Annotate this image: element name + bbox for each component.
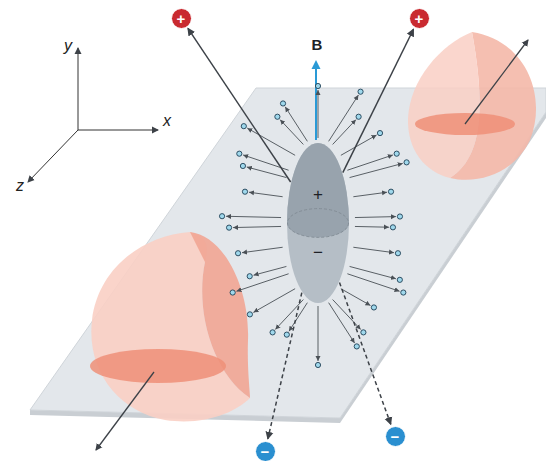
electron xyxy=(354,344,359,349)
particle-track xyxy=(268,293,302,439)
electron xyxy=(404,160,409,165)
electron-track xyxy=(249,192,283,197)
nucleus-ellipse: +− xyxy=(287,143,349,303)
particle-track xyxy=(343,29,414,172)
electron xyxy=(358,89,363,94)
electron xyxy=(397,214,402,219)
electron xyxy=(361,330,366,335)
electron xyxy=(226,225,231,230)
electron-track xyxy=(233,226,281,227)
charge-sign: − xyxy=(391,429,400,444)
positive-particle: + xyxy=(171,8,192,29)
electron xyxy=(377,130,382,135)
negative-particle: − xyxy=(385,426,406,447)
electron-track xyxy=(318,90,319,138)
electron-track xyxy=(355,216,396,218)
electron xyxy=(284,332,289,337)
electron-track xyxy=(285,107,307,141)
negative-particle: − xyxy=(255,441,276,461)
electron-track xyxy=(254,266,287,275)
electron-track xyxy=(333,120,356,145)
axis-label: y xyxy=(64,38,72,54)
field-label: B xyxy=(312,37,323,52)
electron xyxy=(242,189,247,194)
electron-track xyxy=(329,95,359,141)
electron-track xyxy=(236,274,288,292)
axis-label: x xyxy=(163,113,171,129)
field-arrow xyxy=(315,62,317,140)
electron-track xyxy=(242,247,283,252)
electron xyxy=(315,362,320,367)
electron xyxy=(394,151,399,156)
electron xyxy=(397,277,402,282)
electron xyxy=(247,312,252,317)
electron xyxy=(230,290,235,295)
electron xyxy=(401,290,406,295)
electron xyxy=(235,251,240,256)
charge-sign: + xyxy=(177,11,186,26)
electron-track xyxy=(318,306,319,361)
electron xyxy=(390,225,395,230)
electron xyxy=(315,83,320,88)
electron-track xyxy=(226,216,281,217)
charge-sign: + xyxy=(313,186,323,203)
axis-label: z xyxy=(16,178,24,194)
electron-track xyxy=(275,300,303,330)
charge-sign: − xyxy=(261,444,270,459)
particle-track xyxy=(339,282,390,424)
electron-track xyxy=(329,303,355,343)
electron xyxy=(275,114,280,119)
particle-track xyxy=(188,28,291,182)
electron xyxy=(237,151,242,156)
positive-particle: + xyxy=(409,8,430,29)
electron-track xyxy=(280,120,303,145)
electron xyxy=(356,114,361,119)
electron-track xyxy=(353,192,387,197)
electron-track xyxy=(253,289,295,313)
electron-track xyxy=(247,167,287,178)
detector-cup xyxy=(90,232,250,450)
detector-cup xyxy=(408,32,536,180)
electron-track xyxy=(355,226,389,228)
electron xyxy=(240,163,245,168)
electron-track xyxy=(341,135,377,155)
electron-track xyxy=(347,274,399,292)
charge-sign: − xyxy=(313,244,323,261)
electron xyxy=(388,189,393,194)
electron-track xyxy=(247,128,295,155)
electron-track xyxy=(353,247,394,252)
electron xyxy=(371,305,376,310)
electron xyxy=(395,251,400,256)
node-outline xyxy=(287,143,349,303)
electron-spray xyxy=(219,83,409,367)
electron xyxy=(219,214,224,219)
electron xyxy=(241,124,246,129)
axes xyxy=(28,48,158,182)
electron xyxy=(270,330,275,335)
electron-track xyxy=(350,163,403,177)
electron xyxy=(280,101,285,106)
electron xyxy=(247,274,252,279)
charge-sign: + xyxy=(415,11,424,26)
